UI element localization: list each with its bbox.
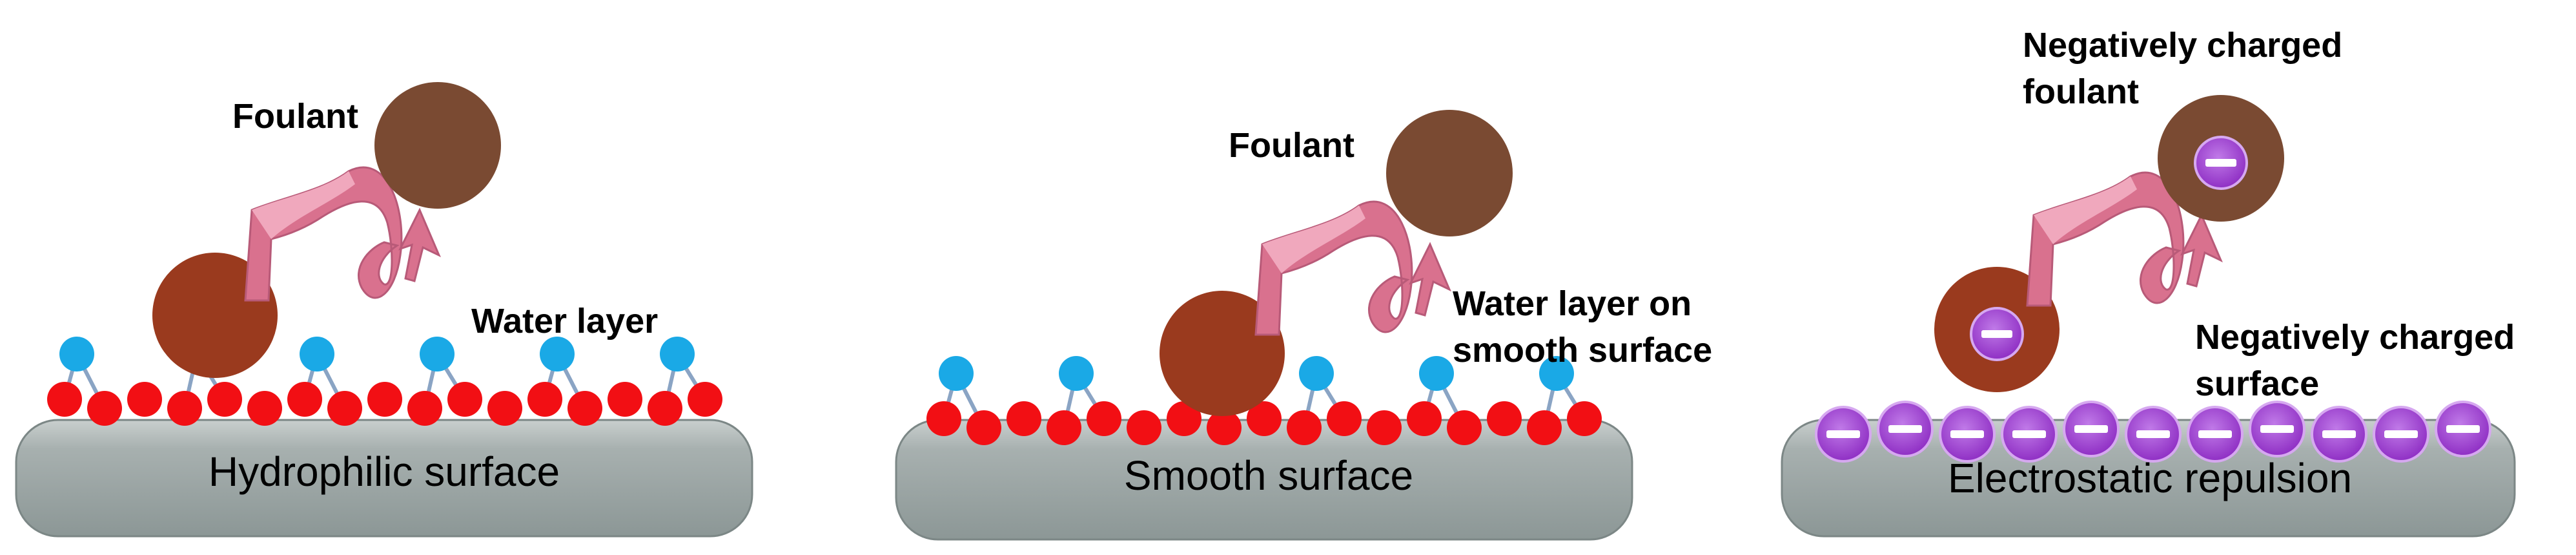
water-layer-molecules <box>926 356 1602 445</box>
hydrogen-atom <box>1059 356 1094 391</box>
arrow-ribbon-highlight <box>1262 205 1365 273</box>
hydrogen-atom <box>540 337 575 372</box>
minus-sign <box>2446 425 2480 433</box>
surface-negative-charges <box>1815 401 2491 463</box>
electrostatic-surface-label: Electrostatic repulsion <box>1948 455 2352 501</box>
panel-electrostatic: Electrostatic repulsion Negatively charg… <box>1781 26 2516 538</box>
oxygen-atom <box>407 391 442 426</box>
oxygen-atom <box>1007 401 1041 436</box>
oxygen-atom <box>648 391 682 426</box>
oxygen-atom <box>487 391 522 426</box>
release-arrow <box>2026 171 2223 307</box>
minus-sign <box>1826 430 1860 438</box>
water-layer-molecules <box>47 337 722 426</box>
released-foulant-particle <box>1386 110 1513 236</box>
oxygen-atom <box>327 391 362 426</box>
oxygen-atom <box>1527 410 1562 445</box>
oxygen-atom <box>1407 401 1442 436</box>
minus-sign <box>2198 430 2232 438</box>
oxygen-atom <box>527 382 562 417</box>
oxygen-atom <box>447 382 482 417</box>
oxygen-atom <box>1047 410 1081 445</box>
negatively-charged-surface-label: Negatively charged <box>2195 318 2515 357</box>
foulant-label: Foulant <box>1229 126 1354 165</box>
hydrophilic-surface-slab <box>15 419 753 538</box>
minus-sign <box>2074 425 2108 433</box>
oxygen-atom <box>567 391 602 426</box>
oxygen-atom <box>1087 401 1121 436</box>
arrow-ribbon-highlight <box>2034 176 2137 244</box>
oxygen-atom <box>688 382 722 417</box>
smooth-surface-label: Smooth surface <box>1124 452 1413 499</box>
oxygen-atom <box>47 382 82 417</box>
hydrogen-atom <box>1299 356 1334 391</box>
bound-foulant-particle <box>1160 291 1285 416</box>
oxygen-atom <box>966 410 1001 445</box>
hydrogen-atom <box>1419 356 1454 391</box>
oxygen-atom <box>127 382 162 417</box>
hydrogen-atom <box>1539 356 1574 391</box>
water-layer-label: Water layer on <box>1453 284 1692 323</box>
oxygen-atom <box>1287 410 1322 445</box>
water-layer-label-line2: smooth surface <box>1453 331 1712 370</box>
release-arrow <box>244 166 441 302</box>
release-arrow <box>1254 200 1451 336</box>
oxygen-atom <box>1367 410 1402 445</box>
minus-sign <box>2260 425 2294 433</box>
oxygen-atom <box>1167 401 1201 436</box>
minus-sign <box>1950 430 1984 438</box>
arrow-head <box>1409 242 1451 317</box>
hydrogen-atom <box>420 337 455 372</box>
negatively-charged-foulant-label-line2: foulant <box>2023 72 2139 111</box>
oxygen-atom <box>1207 410 1242 445</box>
arrow-head <box>2180 213 2223 288</box>
hydrogen-atom <box>939 356 974 391</box>
oxygen-atom <box>1247 401 1282 436</box>
oxygen-atom <box>608 382 642 417</box>
oxygen-atom <box>167 391 202 426</box>
oxygen-atom <box>1127 410 1161 445</box>
foulant-label: Foulant <box>232 97 358 136</box>
panel-hydrophilic: Hydrophilic surface Foulant Water layer <box>15 82 753 538</box>
arrow-ribbon-highlight <box>252 171 355 239</box>
oxygen-atom <box>367 382 402 417</box>
hydrogen-atom <box>59 337 94 372</box>
arrow-head <box>398 207 441 282</box>
oxygen-atom <box>1567 401 1602 436</box>
water-layer-label: Water layer <box>471 302 658 340</box>
hydrogen-atom <box>660 337 695 372</box>
minus-sign <box>1888 425 1922 433</box>
minus-sign <box>2384 430 2418 438</box>
minus-sign <box>2012 430 2046 438</box>
oxygen-atom <box>87 391 122 426</box>
panel-smooth: Smooth surface Foulant Water layer on sm… <box>895 110 1712 541</box>
oxygen-atom <box>207 382 242 417</box>
negatively-charged-foulant-label: Negatively charged <box>2023 26 2342 65</box>
oxygen-atom <box>287 382 322 417</box>
negatively-charged-surface-label-line2: surface <box>2195 364 2319 403</box>
oxygen-atom <box>1447 410 1482 445</box>
released-foulant-particle <box>374 82 501 209</box>
hydrogen-atom <box>300 337 334 372</box>
hydrophilic-surface-label: Hydrophilic surface <box>209 448 560 495</box>
minus-sign <box>2322 430 2356 438</box>
foulant-negative-charge <box>1970 307 2024 361</box>
oxygen-atom <box>1487 401 1522 436</box>
oxygen-atom <box>247 391 282 426</box>
oxygen-atom <box>1327 401 1362 436</box>
oxygen-atom <box>926 401 961 436</box>
foulant-negative-charge <box>2194 136 2248 190</box>
minus-sign <box>2136 430 2170 438</box>
